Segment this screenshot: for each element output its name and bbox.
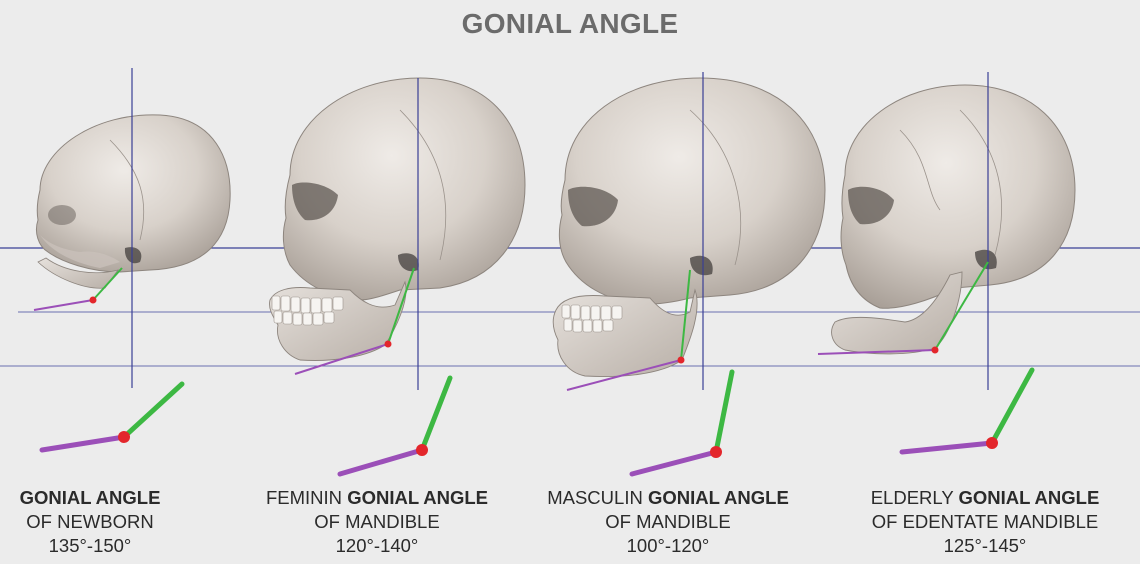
caption-masculine-range: 100°-120°	[522, 534, 814, 558]
caption-feminine-range: 120°-140°	[246, 534, 508, 558]
caption-feminine-line2: OF MANDIBLE	[246, 510, 508, 534]
caption-masculine-line1: MASCULIN GONIAL ANGLE	[522, 486, 814, 510]
angle-diagram-feminine	[340, 378, 450, 474]
caption-masculine: MASCULIN GONIAL ANGLE OF MANDIBLE 100°-1…	[522, 486, 814, 558]
angle-diagram-newborn	[42, 384, 182, 450]
caption-newborn: GONIAL ANGLE OF NEWBORN 135°-150°	[2, 486, 178, 558]
caption-newborn-line2: OF NEWBORN	[2, 510, 178, 534]
caption-newborn-line1: GONIAL ANGLE	[2, 486, 178, 510]
caption-elderly: ELDERLY GONIAL ANGLE OF EDENTATE MANDIBL…	[840, 486, 1130, 558]
angle-diagram-elderly	[902, 370, 1032, 452]
caption-elderly-range: 125°-145°	[840, 534, 1130, 558]
caption-elderly-line1: ELDERLY GONIAL ANGLE	[840, 486, 1130, 510]
newborn-skull	[36, 115, 230, 288]
masculine-skull	[553, 78, 825, 377]
elderly-skull	[832, 85, 1075, 354]
caption-feminine: FEMININ GONIAL ANGLE OF MANDIBLE 120°-14…	[246, 486, 508, 558]
caption-feminine-line1: FEMININ GONIAL ANGLE	[246, 486, 508, 510]
angle-diagram-masculine	[632, 372, 732, 474]
caption-masculine-line2: OF MANDIBLE	[522, 510, 814, 534]
caption-elderly-line2: OF EDENTATE MANDIBLE	[840, 510, 1130, 534]
caption-newborn-range: 135°-150°	[2, 534, 178, 558]
